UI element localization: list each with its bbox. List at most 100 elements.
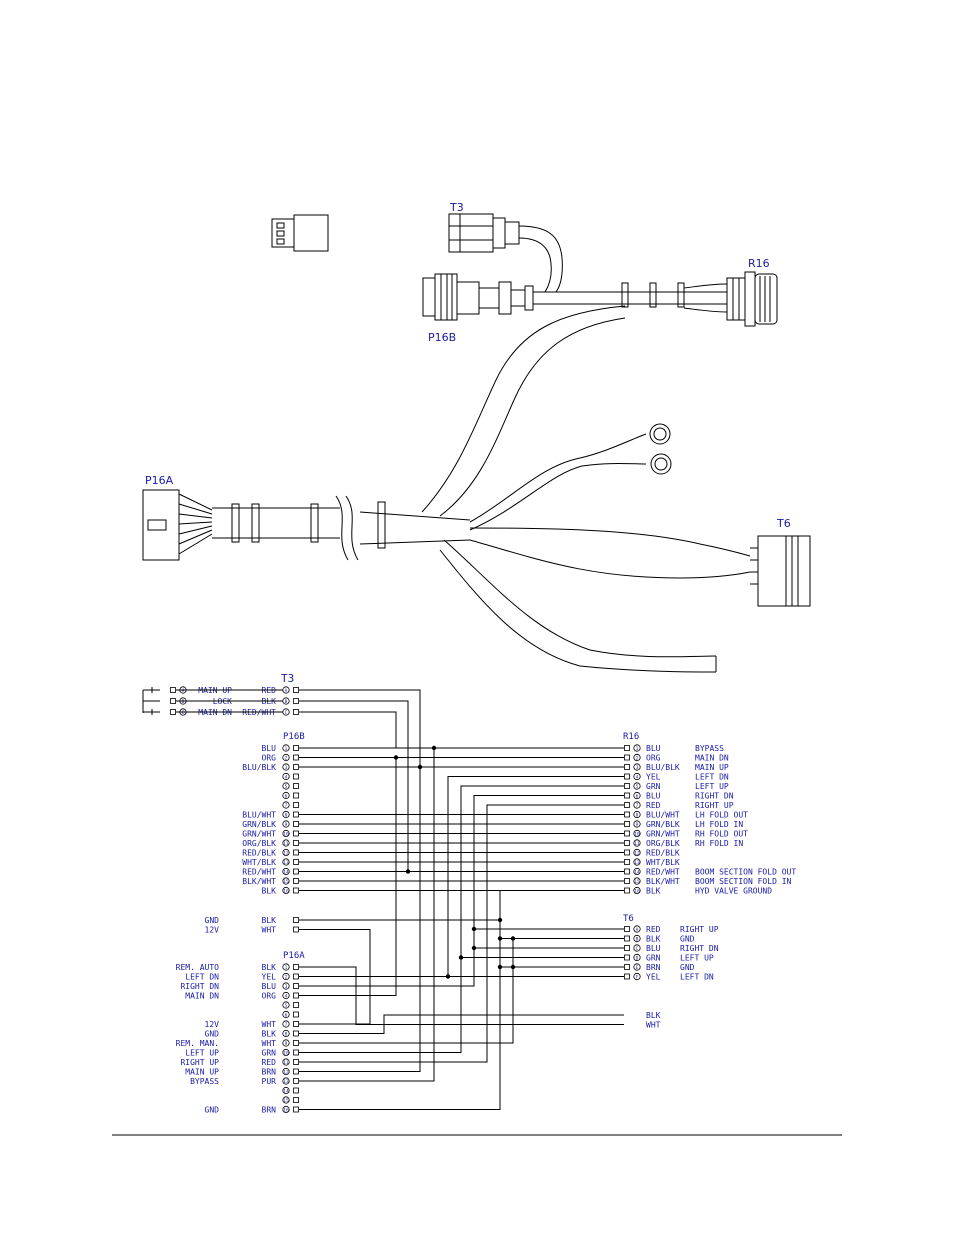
harness-branch-upper: [421, 305, 626, 517]
wire-left-up: [299, 785, 624, 1053]
p16b-pin-number: 2: [285, 756, 288, 762]
ring-terminal-wire-color: WHT: [646, 1021, 661, 1030]
p16a-pin-number: 14: [283, 1089, 289, 1095]
wire-ground: [299, 890, 624, 1110]
r16-connector-label: R16: [748, 257, 770, 270]
harness-drawing: T3 P16B: [142, 201, 811, 673]
r16-square-pin: [624, 773, 630, 780]
wire-rem-man: [299, 967, 514, 1044]
wire-power-12v: [299, 929, 371, 1025]
p16a-pin-number-circle: [282, 1077, 290, 1085]
junction-dot: [497, 936, 503, 941]
p16b-pin-number-circle: [282, 782, 290, 790]
r16-square-pin: [624, 783, 630, 789]
r16-pin-number: 16: [634, 889, 640, 895]
p16a-pin-number-circle: [282, 1086, 290, 1095]
t3-pin-letter: B: [285, 699, 288, 705]
t6-pin-letter: D: [636, 956, 639, 962]
power-wire-color: WHT: [262, 926, 277, 935]
wire-rem-auto: [299, 966, 513, 1025]
p16b-pin-number-circle: [282, 744, 290, 752]
p16a-schematic-label: P16A: [283, 951, 305, 961]
p16a-pin-number-circle: [282, 1020, 290, 1028]
r16-function-label: LEFT DN: [695, 773, 729, 782]
harness-branch-lower: [439, 539, 717, 673]
p16b-pin-number: 9: [285, 822, 288, 828]
r16-pin-number: 10: [634, 832, 640, 838]
p16b-pin-number-circle: [282, 753, 290, 762]
r16-pin-number-circle: [633, 810, 641, 819]
junction-dot: [458, 955, 464, 960]
p16a-square-pin: [293, 1106, 299, 1113]
harness-main-trunk: [212, 495, 471, 561]
p16a-pin-number-circle: [282, 1001, 290, 1009]
t6-wire-color: RED: [646, 925, 661, 934]
r16-function-label: LH FOLD OUT: [695, 811, 748, 820]
switch-square-pin: [170, 709, 176, 715]
p16b-wire-color: RED/WHT: [242, 868, 276, 877]
p16b-pin-number: 14: [283, 870, 289, 876]
junction-dot: [445, 974, 451, 979]
p16b-pin-number: 7: [285, 803, 288, 809]
junction-dot: [405, 869, 411, 874]
r16-pin-number: 1: [636, 746, 639, 752]
p16b-square-pin: [293, 887, 299, 894]
t6-function-label: RIGHT UP: [680, 925, 719, 934]
p16a-pin-number: 16: [283, 1108, 289, 1114]
p16b-pin-number-circle: [282, 801, 290, 809]
p16a-pin-number: 11: [283, 1060, 289, 1066]
p16a-wire-color: BLK: [262, 963, 277, 972]
p16b-square-pin: [293, 802, 299, 808]
p16a-square-pin: [293, 1078, 299, 1084]
r16-pin-number-circle: [633, 772, 641, 781]
p16b-square-pin: [293, 792, 299, 799]
p16b-pin-number-circle: [282, 763, 290, 771]
p16a-connector-icon: [142, 489, 213, 561]
p16b-square-pin: [293, 878, 299, 884]
switch-pin-letter: B: [182, 699, 185, 705]
r16-pin-number: 7: [636, 803, 639, 809]
t6-connector-icon: [750, 535, 811, 607]
r16-pin-number-circle: [633, 744, 641, 752]
p16a-square-pin: [293, 973, 299, 980]
p16a-pin-number-circle: [282, 1048, 290, 1057]
p16a-square-pin: [293, 1068, 299, 1075]
p16a-wire-color: ORG: [262, 992, 277, 1001]
p16b-wire-color: BLU: [262, 744, 277, 753]
p16b-wire-color: GRN/BLK: [242, 820, 276, 829]
p16b-pin-number: 12: [283, 851, 289, 857]
t6-wire-color: GRN: [646, 954, 661, 963]
t3-square-pin: [293, 698, 299, 704]
t6-wire-color: BLU: [646, 944, 661, 953]
p16a-square-pin: [293, 1049, 299, 1056]
r16-function-label: LH FOLD IN: [695, 820, 743, 829]
wire-main-up: [299, 767, 421, 1072]
power-square-pin: [293, 917, 299, 923]
p16a-pin-number: 6: [285, 1013, 288, 1019]
t6-square-pin: [624, 926, 630, 932]
junction-dot: [497, 964, 503, 970]
t3-pin-letter: A: [285, 688, 288, 694]
r16-pin-number-circle: [633, 763, 641, 771]
r16-pin-number-circle: [633, 839, 641, 847]
p16b-pin-number: 10: [283, 832, 289, 838]
p16a-function-label: REM. MAN.: [176, 1039, 219, 1048]
p16a-function-label: LEFT DN: [185, 973, 219, 982]
p16a-function-label: RIGHT UP: [180, 1058, 219, 1067]
p16a-square-pin: [293, 1097, 299, 1103]
r16-pin-number: 3: [636, 765, 639, 771]
p16b-connector-icon: [422, 273, 534, 321]
r16-square-pin: [624, 811, 630, 818]
harness-trunk-p16b-r16: [533, 282, 728, 313]
r16-square-pin: [624, 792, 630, 799]
p16b-square-pin: [293, 764, 299, 770]
p16b-square-pin: [293, 754, 299, 761]
power-name: GND: [205, 916, 220, 925]
p16a-square-pin: [293, 1040, 299, 1046]
wire-right-up: [299, 804, 624, 1063]
switch-square-pin: [170, 687, 176, 693]
t6-square-pin: [624, 945, 630, 951]
p16a-pin-number-circle: [282, 1039, 290, 1047]
p16a-pin-number-circle: [282, 982, 290, 990]
